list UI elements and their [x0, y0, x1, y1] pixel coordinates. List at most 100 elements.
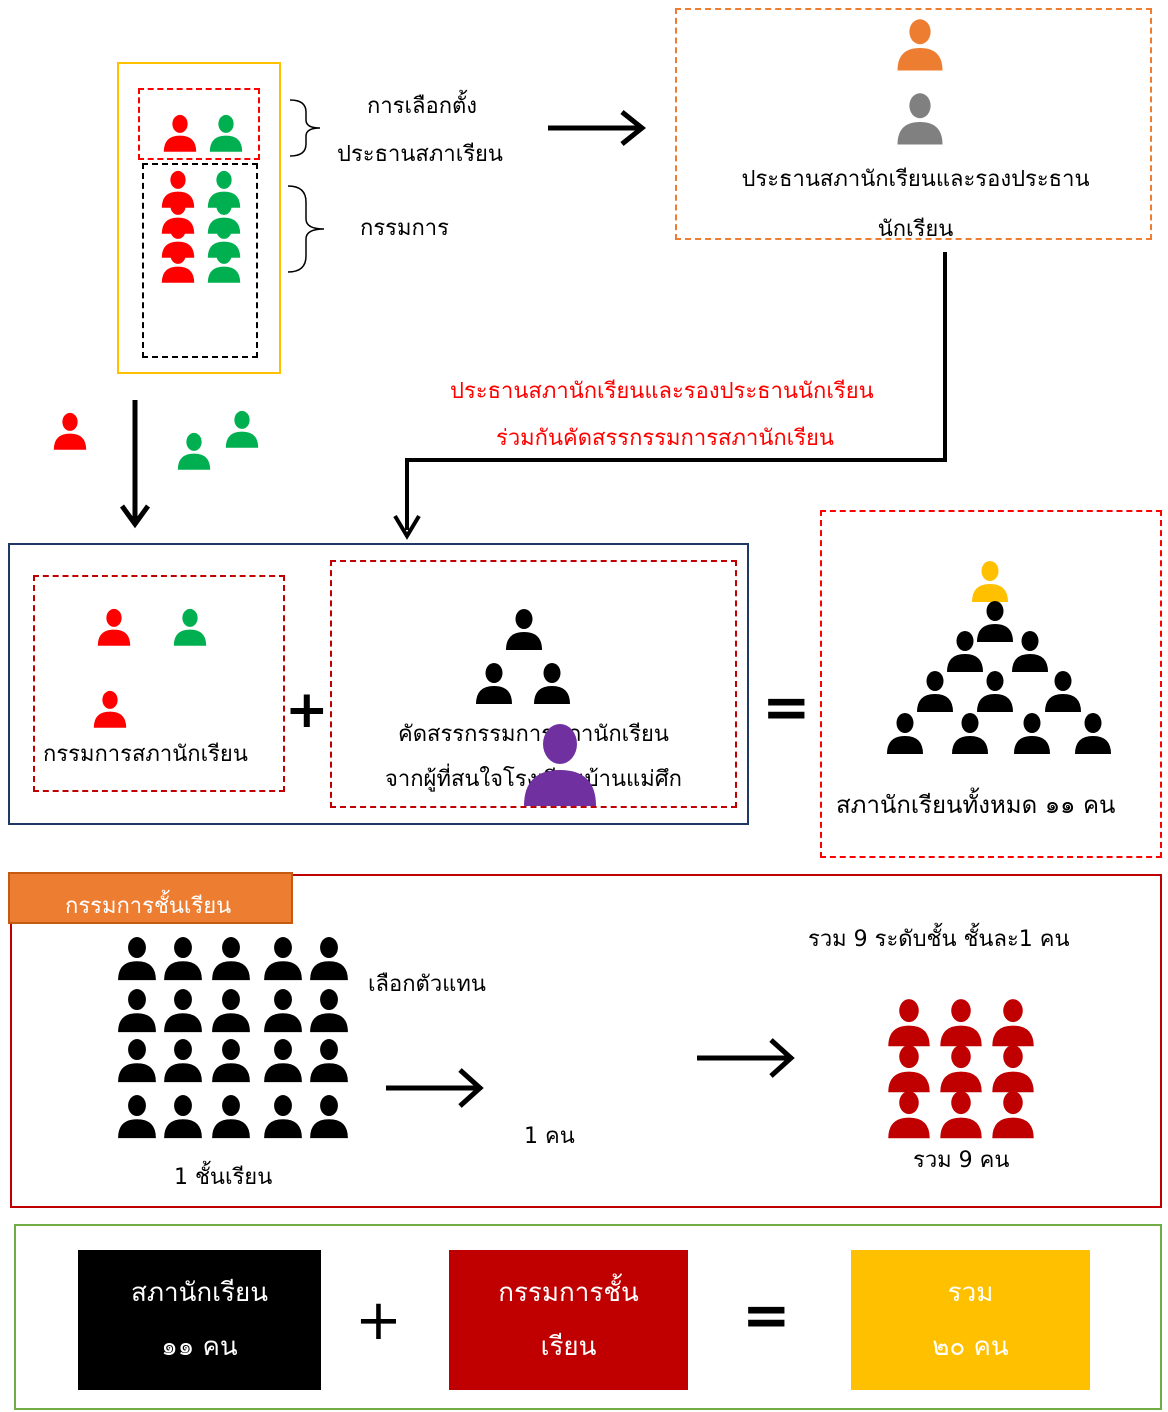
committee-label: กรรมการ — [360, 216, 449, 241]
red-note-line1: ประธานสภานักเรียนและรองประธานนักเรียน — [450, 379, 874, 404]
person-icon — [93, 690, 127, 728]
person-icon — [897, 93, 943, 145]
person-icon — [887, 713, 923, 754]
arrow-right-icon — [386, 1068, 484, 1108]
connector-line — [393, 252, 947, 540]
person-icon — [212, 1095, 250, 1139]
person-icon — [888, 1091, 930, 1139]
person-icon — [1045, 671, 1081, 712]
person-icon — [977, 671, 1013, 712]
class-committee-tab-label: กรรมการชั้นเรียน — [65, 894, 232, 919]
person-icon — [310, 1039, 348, 1083]
person-icon — [506, 609, 542, 650]
person-icon — [212, 937, 250, 981]
person-icon — [164, 989, 202, 1033]
brace-president — [289, 99, 321, 157]
person-icon — [164, 1039, 202, 1083]
president-box: ประธานสภานักเรียนและรองประธาน นักเรียน — [675, 8, 1152, 240]
person-icon — [1012, 631, 1048, 672]
person-icon — [1075, 713, 1111, 754]
person-icon — [118, 937, 156, 981]
election-label-line1: การเลือกตั้ง — [367, 94, 478, 119]
brace-committee — [287, 185, 325, 273]
person-icon — [53, 412, 87, 450]
president-box-line2: นักเรียน — [877, 217, 954, 240]
summary-total-line1: รวม — [947, 1278, 994, 1308]
arrow-right-icon — [697, 1038, 795, 1078]
person-icon — [161, 245, 195, 283]
red-note-line2: ร่วมกันคัดสรรกรรมการสภานักเรียน — [496, 426, 834, 451]
council-box-label: สภานักเรียนทั้งหมด ๑๑ คน — [836, 791, 1116, 819]
one-class-label: 1 ชั้นเรียน — [174, 1165, 273, 1190]
person-icon — [310, 989, 348, 1033]
person-icon — [207, 245, 241, 283]
one-person-label: 1 คน — [524, 1124, 575, 1149]
person-icon — [917, 671, 953, 712]
arrow-down-icon — [119, 400, 151, 529]
person-icon — [212, 989, 250, 1033]
pick-representative-label: เลือกตัวแทน — [368, 972, 486, 997]
person-icon — [992, 1091, 1034, 1139]
class-committee-frame — [10, 874, 1162, 1208]
committee-candidates-frame — [142, 163, 258, 358]
summary-class-line2: เรียน — [540, 1332, 597, 1362]
person-icon — [118, 989, 156, 1033]
person-icon — [947, 631, 983, 672]
person-icon — [97, 608, 131, 646]
person-icon — [212, 1039, 250, 1083]
person-icon — [310, 1095, 348, 1139]
equals-sign: = — [762, 673, 811, 741]
person-icon — [164, 937, 202, 981]
person-icon — [888, 999, 930, 1047]
arrow-right-icon — [548, 110, 647, 146]
person-icon — [225, 410, 259, 448]
summary-total-box: รวม ๒๐ คน — [851, 1250, 1090, 1390]
plus-sign: + — [285, 680, 329, 740]
summary-plus-sign: + — [355, 1288, 402, 1353]
person-icon — [524, 724, 596, 806]
person-icon — [977, 601, 1013, 642]
person-icon — [264, 937, 302, 981]
committee-box-label: กรรมการสภานักเรียน — [43, 742, 248, 767]
person-icon — [940, 1045, 982, 1093]
person-icon — [888, 1045, 930, 1093]
person-icon — [177, 432, 211, 470]
council-box — [820, 510, 1162, 858]
person-icon — [118, 1095, 156, 1139]
person-icon — [264, 989, 302, 1033]
person-icon — [264, 1039, 302, 1083]
summary-total-line2: ๒๐ คน — [932, 1332, 1009, 1362]
person-icon — [992, 1045, 1034, 1093]
person-icon — [940, 1091, 982, 1139]
committee-box — [33, 575, 285, 792]
person-icon — [310, 937, 348, 981]
person-icon — [476, 663, 512, 704]
summary-equals-sign: = — [742, 1281, 791, 1349]
student-council-frame — [8, 543, 749, 825]
selected-box-line1: คัดสรรกรรมการสภานักเรียน — [398, 722, 669, 747]
person-icon — [534, 663, 570, 704]
president-candidates-frame — [138, 88, 260, 160]
summary-class-box: กรรมการชั้น เรียน — [449, 1250, 688, 1390]
summary-council-line1: สภานักเรียน — [131, 1278, 268, 1308]
total-people-label: รวม 9 คน — [913, 1148, 1010, 1173]
person-icon — [264, 1095, 302, 1139]
person-icon — [952, 713, 988, 754]
election-frame — [117, 62, 281, 374]
person-icon — [118, 1039, 156, 1083]
person-icon — [992, 999, 1034, 1047]
person-icon — [1014, 713, 1050, 754]
election-label-line2: ประธานสภาเรียน — [337, 142, 503, 167]
summary-council-box: สภานักเรียน ๑๑ คน — [78, 1250, 321, 1390]
person-icon — [897, 19, 943, 71]
summary-class-line1: กรรมการชั้น — [498, 1278, 639, 1308]
class-committee-tab: กรรมการชั้นเรียน — [8, 872, 293, 924]
summary-frame — [14, 1224, 1162, 1410]
summary-council-line2: ๑๑ คน — [161, 1332, 238, 1362]
president-box-line1: ประธานสภานักเรียนและรองประธาน — [741, 167, 1090, 192]
person-icon — [163, 114, 197, 152]
selected-box — [330, 560, 737, 808]
person-icon — [173, 608, 207, 646]
person-icon — [940, 999, 982, 1047]
person-icon — [207, 220, 241, 258]
